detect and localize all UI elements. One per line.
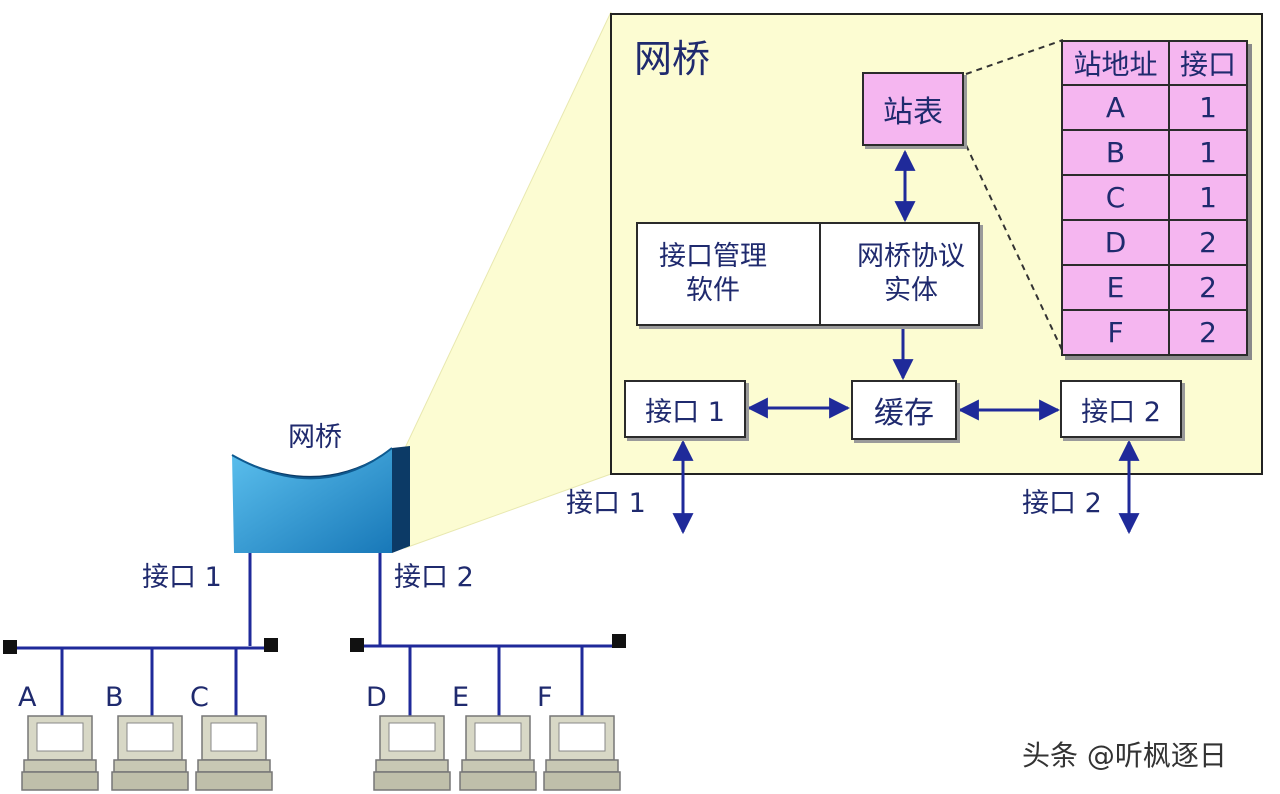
station-address: D (1061, 219, 1170, 266)
station-address: F (1061, 309, 1170, 356)
protocol-line2: 实体 (884, 275, 938, 306)
bridge-device (231, 446, 410, 553)
bus-terminator (612, 634, 626, 648)
table-row: A 1 (1061, 84, 1248, 131)
inner-port-2: 接口 2 (1060, 380, 1182, 438)
computer-icon (195, 715, 273, 791)
table-row: D 2 (1061, 219, 1248, 266)
watermark: 头条 @听枫逐日 (1022, 739, 1227, 772)
station-address: E (1061, 264, 1170, 311)
station-table: 站地址 接口 A 1 B 1 C 1 D 2 E 2 F 2 (1061, 40, 1248, 356)
mgmt-line1: 接口管理 (659, 241, 767, 272)
protocol-entity: 网桥协议 实体 (843, 240, 979, 308)
table-row: B 1 (1061, 129, 1248, 176)
host-label: C (190, 682, 209, 713)
bridge-device-label: 网桥 (288, 422, 342, 453)
outside-port-2-label: 接口 2 (1022, 488, 1102, 519)
table-row: C 1 (1061, 174, 1248, 221)
station-port: 2 (1168, 219, 1248, 266)
cache-label: 缓存 (874, 396, 934, 431)
zoom-line-bottom (965, 144, 1064, 353)
header-port: 接口 (1168, 40, 1248, 86)
table-row: E 2 (1061, 264, 1248, 311)
zoom-cone (404, 11, 612, 549)
header-station-address: 站地址 (1061, 40, 1170, 86)
inner-port-1: 接口 1 (624, 380, 746, 438)
station-address: C (1061, 174, 1170, 221)
lan-port-2-label: 接口 2 (394, 562, 474, 593)
mgmt-software: 接口管理 软件 (638, 240, 788, 308)
host-label: A (18, 682, 37, 713)
host-label: B (105, 682, 124, 713)
station-address: A (1061, 84, 1170, 131)
station-table-box-label: 站表 (883, 95, 943, 130)
station-port: 1 (1168, 174, 1248, 221)
station-port: 2 (1168, 309, 1248, 356)
bus-terminator (3, 640, 17, 654)
inner-port-1-label: 接口 1 (645, 396, 725, 428)
station-address: B (1061, 129, 1170, 176)
outside-port-1-label: 接口 1 (566, 488, 646, 519)
table-row: F 2 (1061, 309, 1248, 356)
software-box: 接口管理 软件 网桥协议 实体 (636, 222, 980, 326)
computer-icon (543, 715, 621, 791)
host-label: F (537, 682, 553, 713)
computer-icon (459, 715, 537, 791)
computer-icon (373, 715, 451, 791)
software-divider (819, 224, 821, 324)
mgmt-line2: 软件 (686, 275, 740, 306)
lan-port-1-label: 接口 1 (142, 562, 222, 593)
station-port: 1 (1168, 129, 1248, 176)
host-label: E (452, 682, 470, 713)
bus-terminator (264, 638, 278, 652)
bus-terminator (350, 638, 364, 652)
inner-port-2-label: 接口 2 (1081, 396, 1161, 428)
station-table-box: 站表 (862, 72, 964, 146)
station-port: 1 (1168, 84, 1248, 131)
computer-icon (111, 715, 189, 791)
protocol-line1: 网桥协议 (857, 241, 965, 272)
station-port: 2 (1168, 264, 1248, 311)
station-table-header: 站地址 接口 (1061, 40, 1248, 86)
host-label: D (366, 682, 387, 713)
cache-box: 缓存 (851, 380, 957, 440)
bridge-panel-title: 网桥 (634, 37, 711, 81)
computer-icon (21, 715, 99, 791)
